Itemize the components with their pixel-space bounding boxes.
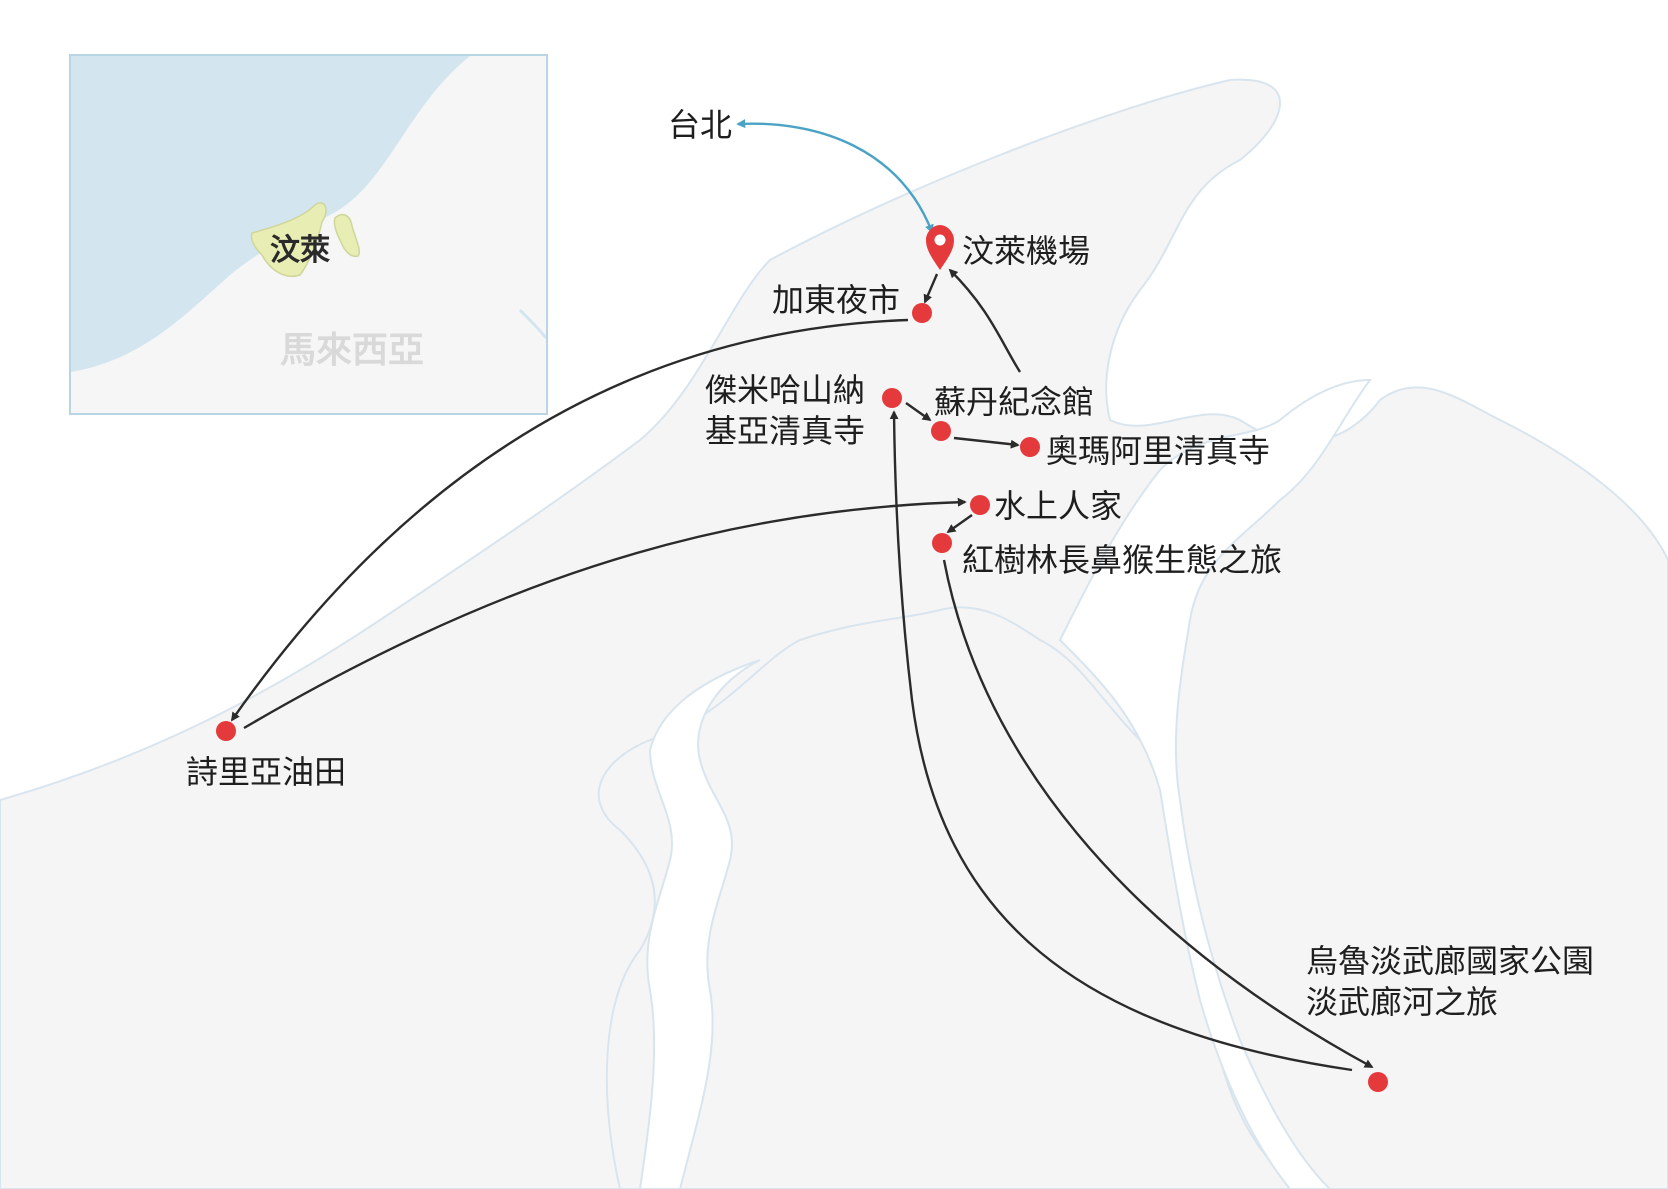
label-layer: 台北 汶萊機場 加東夜市 傑米哈山納 基亞清真寺 蘇丹紀念館 奧瑪阿里清真寺 水…: [186, 106, 1594, 1021]
route-omar-ali-to-airport: [948, 268, 1022, 373]
label-night-market: 加東夜市: [772, 281, 900, 319]
bay-channel: [1058, 378, 1373, 1189]
label-sultan-memorial: 蘇丹紀念館: [934, 383, 1094, 421]
marker-ulu-temburong[interactable]: [1368, 1072, 1388, 1092]
route-jame-to-sultan: [905, 402, 932, 422]
label-omar-ali-mosque: 奧瑪阿里清真寺: [1046, 432, 1270, 470]
marker-layer: [216, 225, 1388, 1092]
label-seria-oilfield: 詩里亞油田: [186, 753, 346, 791]
inset-brunei-label: 汶萊: [270, 233, 330, 268]
label-mangrove-tour: 紅樹林長鼻猴生態之旅: [962, 541, 1282, 579]
label-jame-line2: 基亞清真寺: [705, 412, 865, 450]
airport-marker[interactable]: [926, 225, 954, 270]
route-seria-to-water-village: [243, 497, 967, 730]
land-mass: [0, 78, 1668, 1189]
marker-sultan-memorial[interactable]: [931, 421, 951, 441]
flight-route-taipei-airport: [736, 119, 934, 234]
marker-night-market[interactable]: [912, 303, 932, 323]
marker-water-village[interactable]: [970, 495, 990, 515]
route-ulu-to-jame: [889, 410, 1353, 1072]
marker-jame-mosque[interactable]: [882, 388, 902, 408]
label-airport: 汶萊機場: [962, 232, 1090, 270]
route-sultan-to-omar-ali: [953, 436, 1020, 449]
marker-omar-ali-mosque[interactable]: [1020, 437, 1040, 457]
label-jame-line1: 傑米哈山納: [705, 371, 865, 409]
route-mangrove-to-ulu: [942, 559, 1374, 1069]
label-water-village: 水上人家: [994, 487, 1122, 525]
inset-river: [518, 308, 548, 339]
location-pin-icon: [926, 225, 954, 270]
inset-map: 汶萊 馬來西亞: [69, 54, 548, 415]
route-airport-to-night-market: [923, 273, 939, 304]
label-ulu-line1: 烏魯淡武廊國家公園: [1306, 942, 1594, 980]
route-water-village-to-mangrove: [946, 514, 973, 534]
route-layer: [230, 119, 1374, 1072]
label-taipei: 台北: [668, 106, 732, 144]
marker-mangrove-tour[interactable]: [932, 533, 952, 553]
route-night-market-to-seria: [230, 318, 909, 722]
location-pin-hole: [934, 234, 946, 246]
inset-brunei: [250, 202, 361, 277]
label-ulu-line2: 淡武廊河之旅: [1306, 983, 1498, 1021]
inset-frame: [69, 54, 548, 415]
inset-malaysia-label: 馬來西亞: [280, 329, 424, 371]
marker-seria-oilfield[interactable]: [216, 721, 236, 741]
